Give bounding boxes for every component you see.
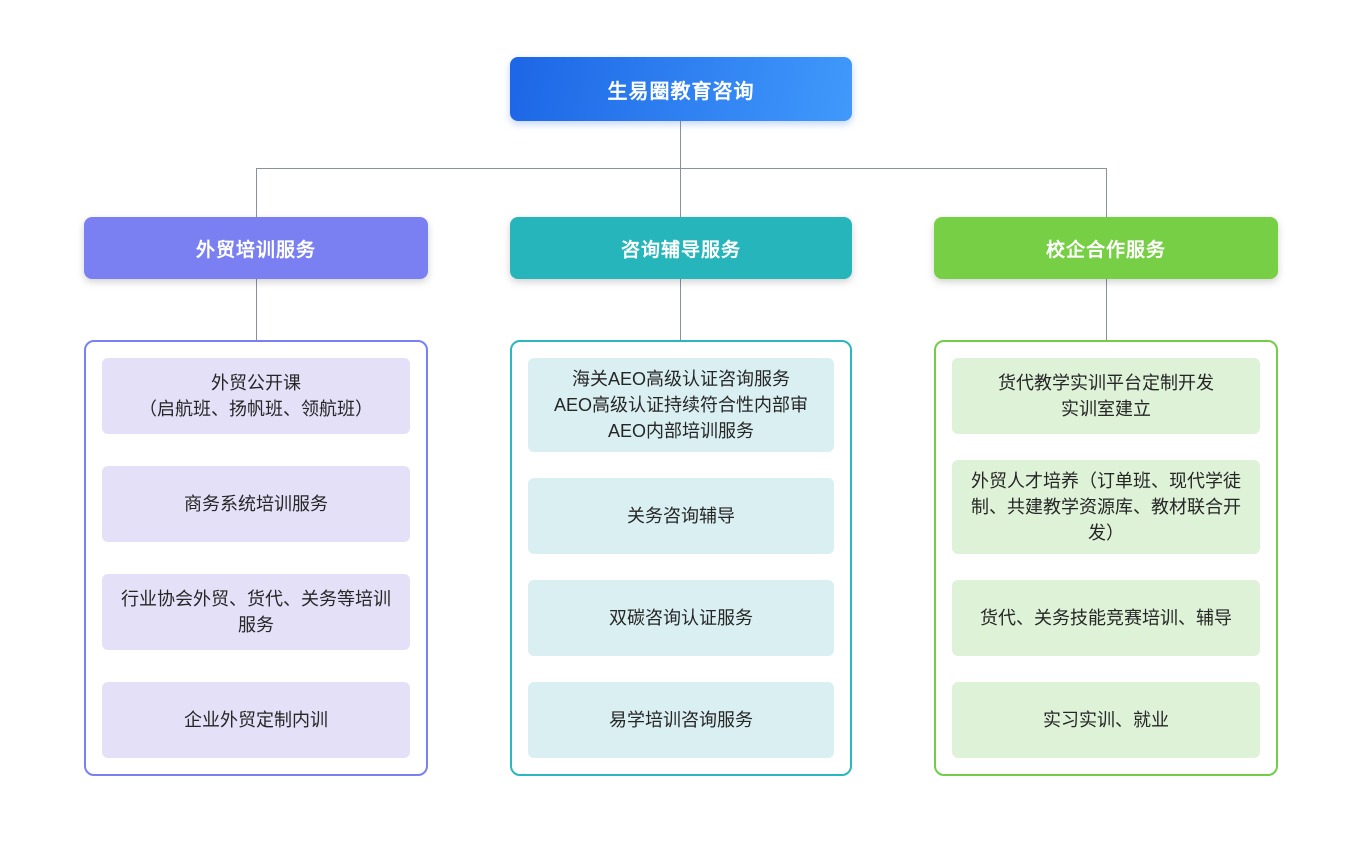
- branch-box-school-enterprise: 货代教学实训平台定制开发 实训室建立 外贸人才培养（订单班、现代学徒制、共建教学…: [934, 340, 1278, 776]
- leaf-item: 企业外贸定制内训: [102, 682, 410, 758]
- root-node: 生易圈教育咨询: [510, 57, 852, 121]
- connector-middle-header-to-box: [680, 279, 681, 341]
- connector-left-header-to-box: [256, 279, 257, 341]
- connector-drop-left: [256, 168, 257, 218]
- connector-root-drop: [680, 121, 681, 168]
- branch-header-consulting: 咨询辅导服务: [510, 217, 852, 279]
- branch-header-school-enterprise: 校企合作服务: [934, 217, 1278, 279]
- branch-header-trade-training: 外贸培训服务: [84, 217, 428, 279]
- leaf-item: 外贸公开课 （启航班、扬帆班、领航班）: [102, 358, 410, 434]
- leaf-item: 外贸人才培养（订单班、现代学徒制、共建教学资源库、教材联合开发）: [952, 459, 1260, 555]
- connector-rail: [256, 168, 1107, 169]
- leaf-item: 货代、关务技能竞赛培训、辅导: [952, 580, 1260, 657]
- connector-drop-right: [1106, 168, 1107, 218]
- leaf-item: 双碳咨询认证服务: [528, 580, 834, 657]
- connector-drop-middle: [680, 168, 681, 218]
- leaf-item: 商务系统培训服务: [102, 466, 410, 542]
- leaf-item: 关务咨询辅导: [528, 478, 834, 555]
- leaf-item: 易学培训咨询服务: [528, 682, 834, 758]
- connector-right-header-to-box: [1106, 279, 1107, 341]
- branch-box-consulting: 海关AEO高级认证咨询服务 AEO高级认证持续符合性内部审 AEO内部培训服务 …: [510, 340, 852, 776]
- leaf-item: 海关AEO高级认证咨询服务 AEO高级认证持续符合性内部审 AEO内部培训服务: [528, 358, 834, 453]
- leaf-item: 行业协会外贸、货代、关务等培训服务: [102, 574, 410, 650]
- leaf-item: 货代教学实训平台定制开发 实训室建立: [952, 358, 1260, 434]
- branch-box-trade-training: 外贸公开课 （启航班、扬帆班、领航班） 商务系统培训服务 行业协会外贸、货代、关…: [84, 340, 428, 776]
- leaf-item: 实习实训、就业: [952, 682, 1260, 758]
